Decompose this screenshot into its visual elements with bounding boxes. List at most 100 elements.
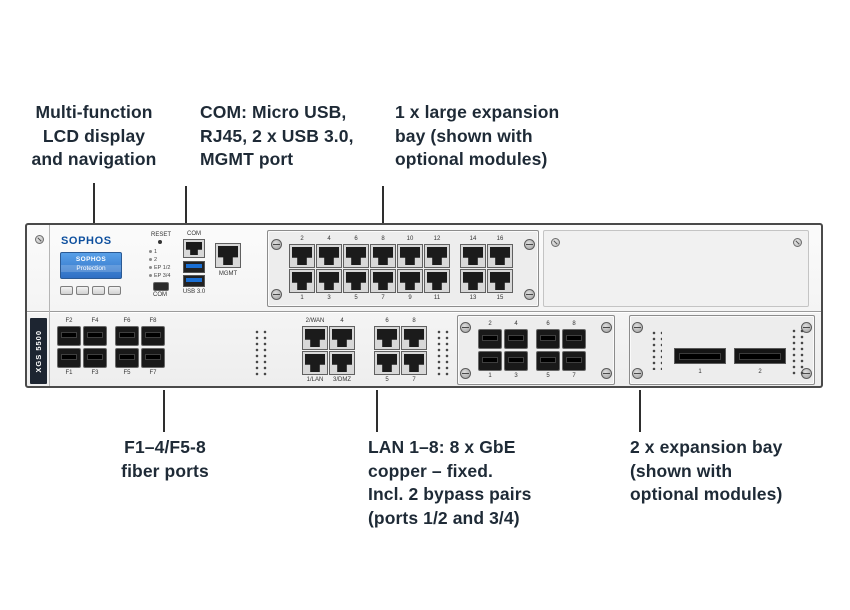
- usb3-label: USB 3.0: [182, 289, 206, 295]
- port-label: 7: [412, 377, 416, 383]
- callout-exp-line3: optional modules): [630, 484, 783, 504]
- callout-lcd: Multi-function LCD display and navigatio…: [18, 101, 170, 172]
- thumbscrew-icon: [524, 289, 535, 300]
- sfp-port: [57, 326, 81, 346]
- callout-com-line3: MGMT port: [200, 149, 294, 169]
- usb3-port: [183, 275, 205, 287]
- port-label: F4: [91, 318, 99, 324]
- rj45-port: [329, 351, 355, 375]
- lcd-nav-button: [76, 286, 89, 295]
- sfp-port: [115, 348, 139, 368]
- model-badge-label: XGS 5500: [34, 329, 43, 373]
- lcd-nav-button: [60, 286, 73, 295]
- mgmt-port: [215, 243, 241, 268]
- sfp-port: [562, 329, 586, 349]
- mgmt-label: MGMT: [218, 271, 238, 277]
- callout-lan: LAN 1–8: 8 x GbE copper – fixed. Incl. 2…: [368, 436, 583, 530]
- screw-icon: [551, 238, 560, 247]
- sfp-port: [536, 329, 560, 349]
- callout-com-line1: COM: Micro USB,: [200, 102, 347, 122]
- port-label: 1: [488, 373, 492, 379]
- sfp-port-grid: [536, 329, 586, 371]
- port-label: 6: [546, 321, 550, 327]
- callout-fiber: F1–4/F5-8 fiber ports: [85, 436, 245, 483]
- port-label: F3: [91, 370, 99, 376]
- sfp-port: [536, 351, 560, 371]
- callout-fiber-line2: fiber ports: [121, 460, 209, 481]
- sfp-port: [478, 351, 502, 371]
- leader-line-bay: [382, 186, 384, 242]
- port-label: 6: [385, 318, 389, 324]
- blank-cover-plate: [543, 230, 809, 307]
- sfp-port: [504, 329, 528, 349]
- rj45-port: [289, 269, 315, 293]
- led-indicator-grid: [790, 328, 805, 376]
- port-label: 6: [354, 236, 358, 242]
- sophos-logo: SOPHOS: [61, 235, 112, 247]
- rj45-port-grid: [302, 326, 355, 375]
- led-indicator-grid: [435, 329, 450, 377]
- port-label: 14: [469, 236, 477, 242]
- usb3-port: [183, 261, 205, 273]
- qsfp-port: [674, 348, 726, 364]
- com-port-label: COM: [187, 231, 201, 237]
- callout-lcd-line1: Multi-function: [35, 102, 153, 122]
- sfp-port: [83, 326, 107, 346]
- port-label: 7: [572, 373, 576, 379]
- rj45-port: [302, 351, 328, 375]
- lcd-nav-button: [108, 286, 121, 295]
- port-label: 12: [433, 236, 441, 242]
- port-label: 2: [758, 369, 762, 375]
- model-badge: XGS 5500: [30, 318, 47, 384]
- thumbscrew-icon: [601, 368, 612, 379]
- port-label: 8: [412, 318, 416, 324]
- rj45-port: [460, 244, 486, 268]
- rj45-port: [487, 244, 513, 268]
- micro-usb-port: [153, 282, 169, 291]
- port-label: 3: [327, 295, 331, 301]
- port-label: 4: [340, 318, 344, 324]
- rj45-port: [316, 269, 342, 293]
- port-label: 3: [514, 373, 518, 379]
- lcd-display: SOPHOS Protection: [60, 252, 122, 279]
- port-label: F6: [123, 318, 131, 324]
- port-label: F2: [65, 318, 73, 324]
- rj45-port-grid: [460, 244, 513, 293]
- port-label: F7: [149, 370, 157, 376]
- callout-expansion-bays: 2 x expansion bay (shown with optional m…: [630, 436, 830, 507]
- port-label: EP 3/4: [149, 272, 170, 280]
- port-label: 1: [149, 248, 170, 256]
- thumbscrew-icon: [460, 368, 471, 379]
- port-label: 3/DMZ: [333, 377, 351, 383]
- port-label: 8: [381, 236, 385, 242]
- port-label: 1: [300, 295, 304, 301]
- port-label: 1: [698, 369, 702, 375]
- callout-bay-line3: optional modules): [395, 149, 548, 169]
- micro-usb-com-label: COM: [153, 292, 167, 298]
- thumbscrew-icon: [271, 239, 282, 250]
- port-label: F1: [65, 370, 73, 376]
- port-label: 16: [496, 236, 504, 242]
- screw-icon: [793, 238, 802, 247]
- qsfp-port: [734, 348, 786, 364]
- rj45-port: [343, 244, 369, 268]
- callout-exp-line1: 2 x expansion bay: [630, 437, 783, 457]
- sfp-port-grid: [57, 326, 107, 368]
- port-label: 5: [546, 373, 550, 379]
- sfp-port: [141, 326, 165, 346]
- port-label: 11: [433, 295, 441, 301]
